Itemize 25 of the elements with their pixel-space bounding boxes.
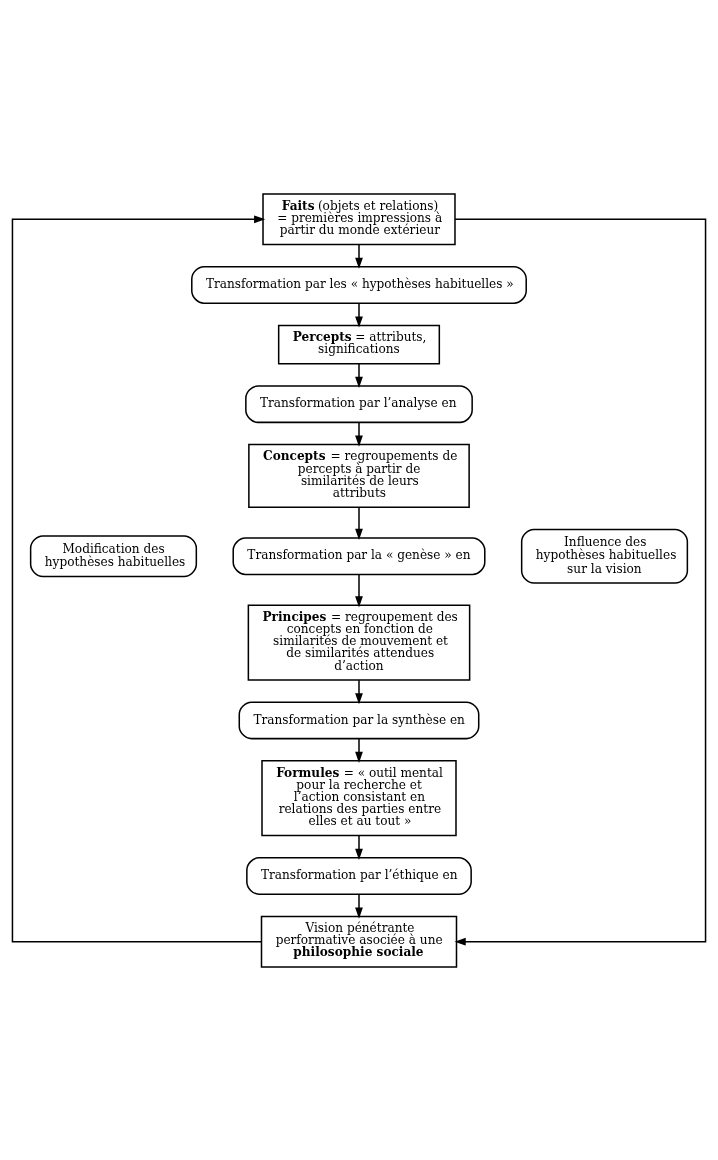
arrow — [355, 301, 363, 328]
arrow — [355, 893, 363, 919]
node-box: Vision pénétrante performative asociée à une philosophie sociale — [260, 915, 458, 968]
node-box: Formules = « outil mental pour la recherche et l’action consistant en relations des parties entre elles et au tout » — [261, 759, 457, 836]
node-box: Transformation par la synthèse en — [238, 701, 480, 739]
arrow — [355, 573, 363, 607]
node-box: Transformation par l’éthique en — [246, 856, 472, 895]
arrow — [355, 737, 363, 763]
arrow — [454, 218, 707, 946]
node-box: Influence des hypothèses habituelles sur la vision — [520, 528, 689, 584]
node-box: Transformation par la « genèse » en — [232, 536, 486, 575]
node-box: Concepts = regroupements de percepts à partir de similarités de leurs attributs — [248, 443, 470, 508]
arrow — [355, 243, 363, 269]
node-box: Principes = regroupement des concepts en fonction de similarités de mouvement et de similarités attendues d’action — [247, 604, 471, 681]
node-box: Transformation par les « hypothèses habituelles » — [191, 265, 527, 304]
arrow — [355, 834, 363, 860]
arrow — [11, 214, 266, 942]
arrow — [355, 506, 363, 540]
node-box: Percepts = attributs, significations — [277, 324, 441, 365]
arrow — [355, 362, 363, 388]
node-box: Transformation par l’analyse en — [245, 384, 473, 423]
arrow — [355, 678, 363, 704]
arrow — [355, 421, 363, 447]
node-box: Faits (objets et relations) = premières impressions à partir du monde extérieur — [262, 192, 456, 245]
node-box: Modification des hypothèses habituelles — [29, 534, 198, 577]
